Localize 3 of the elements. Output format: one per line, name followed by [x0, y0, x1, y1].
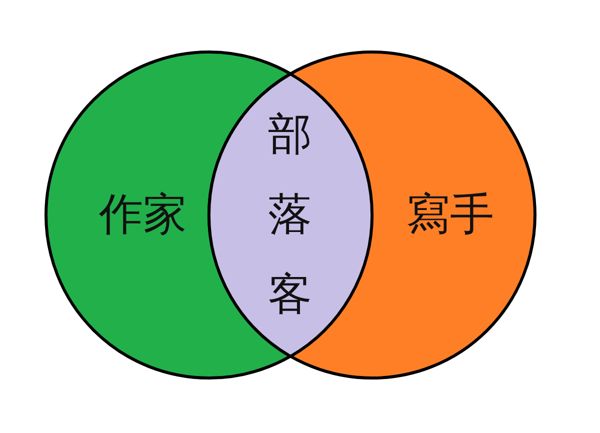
region-label: 作家	[99, 193, 187, 237]
region-label: 部落客	[268, 108, 312, 322]
region-label: 寫手	[406, 193, 494, 237]
